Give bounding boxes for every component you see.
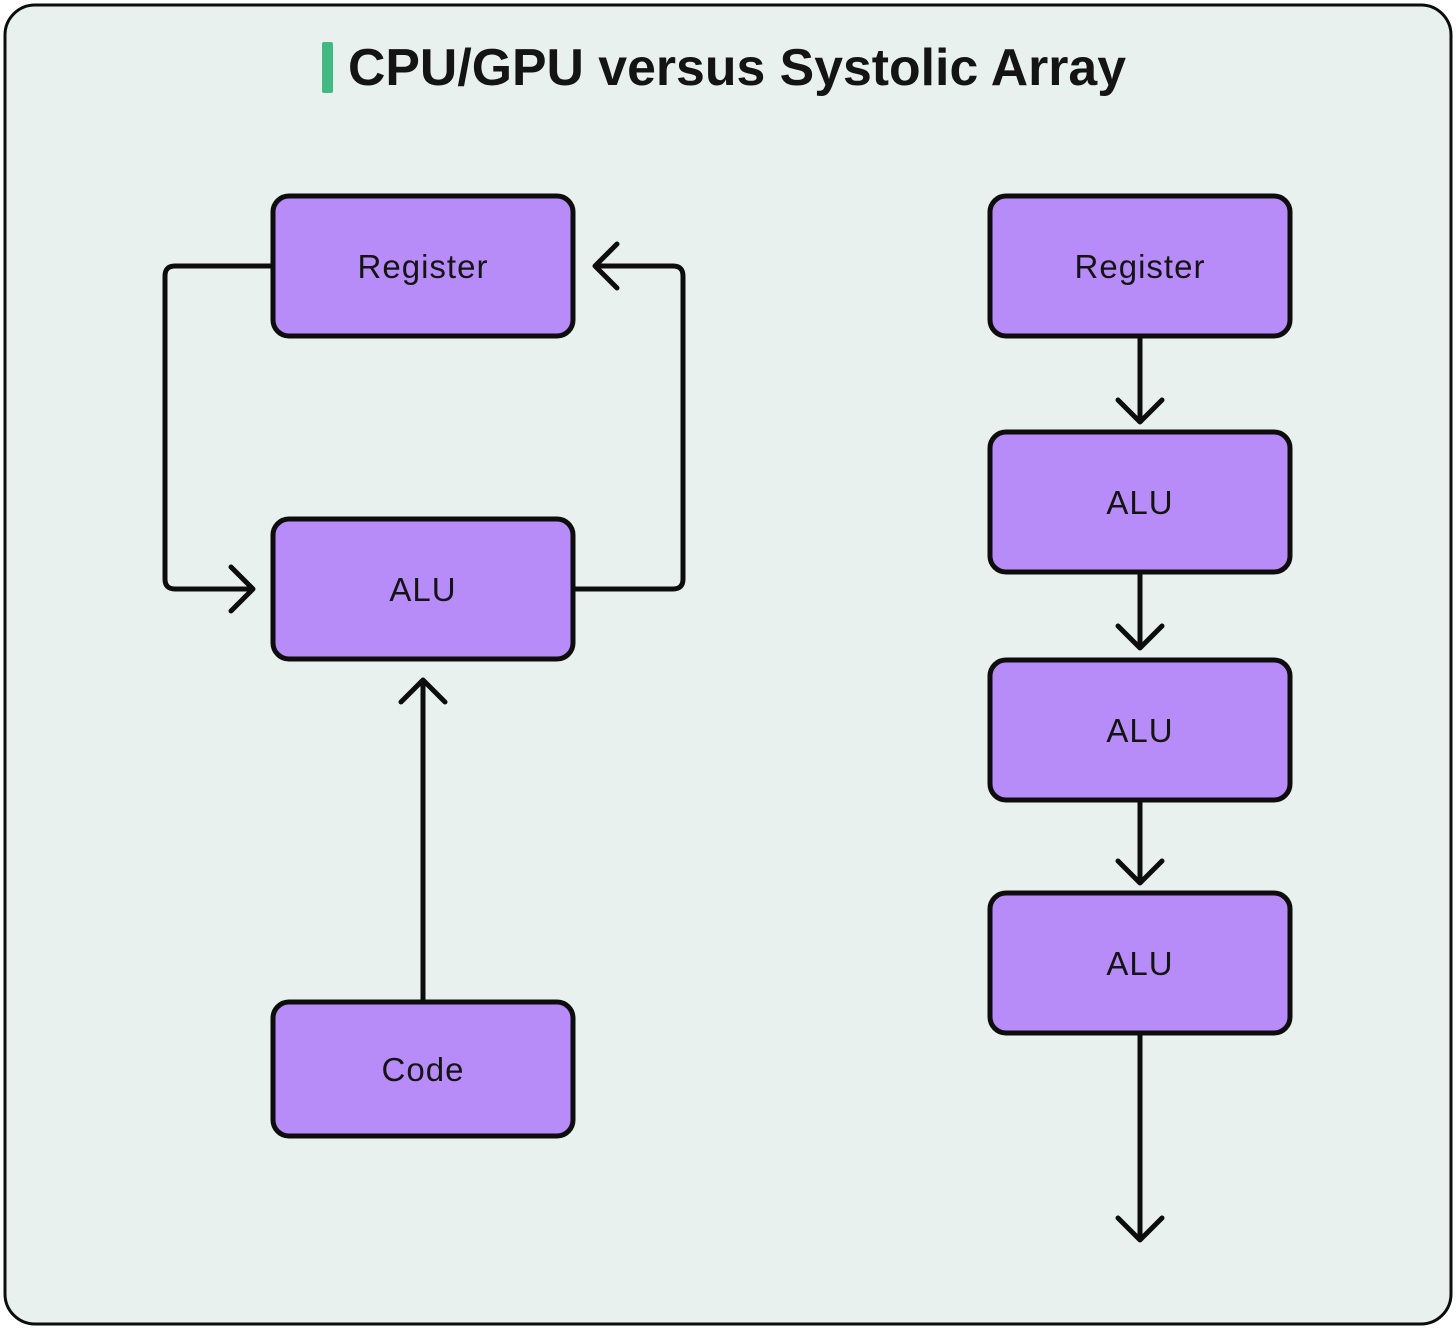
title-accent-bar [322, 42, 333, 93]
systolic-register-node [987, 193, 1293, 339]
cpu-code-node [270, 999, 576, 1139]
edge-register-to-alu-arrowhead [228, 564, 256, 614]
cpu-register-node [270, 193, 576, 339]
edge-alu-to-register [570, 263, 686, 592]
systolic-alu-3-node [987, 890, 1293, 1036]
diagram-title: CPU/GPU versus Systolic Array [348, 39, 1126, 97]
cpu-alu-label: ALU [389, 571, 456, 608]
edge-alu-to-register-arrowhead [592, 241, 620, 291]
cpu-register-label: Register [358, 248, 489, 285]
edge-register-to-alu [162, 263, 276, 592]
edge-systolic-alu3-output-arrowhead [1115, 1215, 1165, 1243]
cpu-code-label: Code [382, 1051, 465, 1088]
systolic-alu-3-label: ALU [1106, 945, 1173, 982]
systolic-alu-2-label: ALU [1106, 712, 1173, 749]
edge-systolic-alu1-to-alu2-arrowhead [1115, 623, 1165, 651]
systolic-register-label: Register [1075, 248, 1206, 285]
edge-code-to-alu-arrowhead [398, 677, 448, 705]
edge-systolic-alu2-to-alu3-arrowhead [1115, 858, 1165, 886]
systolic-alu-2-node [987, 657, 1293, 803]
cpu-alu-node [270, 516, 576, 662]
systolic-alu-1-label: ALU [1106, 484, 1173, 521]
edge-systolic-register-to-alu1-arrowhead [1115, 397, 1165, 425]
systolic-alu-1-node [987, 429, 1293, 575]
